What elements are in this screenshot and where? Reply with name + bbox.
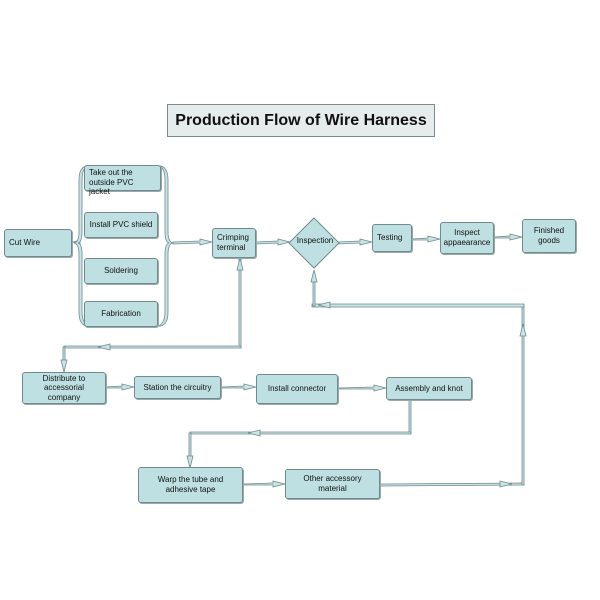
line-crimping-down (238, 258, 242, 349)
node-crimping-terminal: Crimping terminal (212, 228, 256, 258)
inspection-diamond (288, 217, 340, 269)
node-station-circuitry: Station the circuitry (134, 376, 221, 399)
arrow-top-return-head (317, 301, 331, 309)
arrow-down-distribute (60, 359, 68, 373)
node-finished-goods: Finished goods (522, 219, 576, 253)
arrow-down-warp (186, 455, 194, 469)
arrow-left-head (97, 343, 111, 351)
line-down-warp (188, 432, 192, 457)
node-inspection: Inspection (296, 236, 334, 245)
node-fabrication: Fabrication (84, 301, 158, 327)
node-other-accessory: Other accessory material (285, 469, 380, 499)
node-distribute: Distribute to accessorial company (22, 372, 106, 404)
line-assembly-down (408, 399, 412, 435)
node-warp-tube: Warp the tube and adhesive tape (138, 467, 243, 503)
arrow-testing-appearance (411, 235, 441, 243)
line-top-return (311, 303, 525, 308)
node-take-out-jacket: Take out the outside PVC jacket (84, 165, 161, 196)
arrow-return-head (247, 429, 261, 437)
line-left-return (63, 345, 242, 349)
right-brace (157, 165, 174, 327)
line-up-inspection (312, 278, 316, 307)
node-install-pvc-shield: Install PVC shield (84, 212, 158, 238)
node-cut-wire: Cut Wire (4, 229, 72, 257)
arrow-station-connector (220, 383, 257, 391)
arrow-distribute-station (105, 383, 135, 391)
arrow-up-inspection (310, 269, 318, 283)
arrow-crimping-inspection (255, 238, 291, 246)
arrow-other-right-head (499, 480, 513, 488)
arrow-right-up-head (519, 323, 527, 337)
arrow-inspection-testing (337, 238, 373, 246)
arrow-crimping-down-head (236, 257, 244, 271)
arrow-connector-assembly (337, 384, 387, 392)
node-install-connector: Install connector (256, 374, 338, 404)
line-assembly-return (189, 431, 412, 435)
node-inspect-appearance: Inspect appaearance (440, 222, 494, 254)
arrow-brace-crimping (172, 238, 213, 246)
diagram-title: Production Flow of Wire Harness (167, 104, 435, 137)
node-testing: Testing (372, 224, 412, 252)
line-down-distribute (62, 346, 66, 361)
node-soldering: Soldering (84, 258, 158, 284)
node-assembly-knot: Assembly and knot (386, 377, 472, 400)
arrow-warp-other (242, 480, 286, 488)
arrow-appearance-finished (493, 233, 523, 241)
